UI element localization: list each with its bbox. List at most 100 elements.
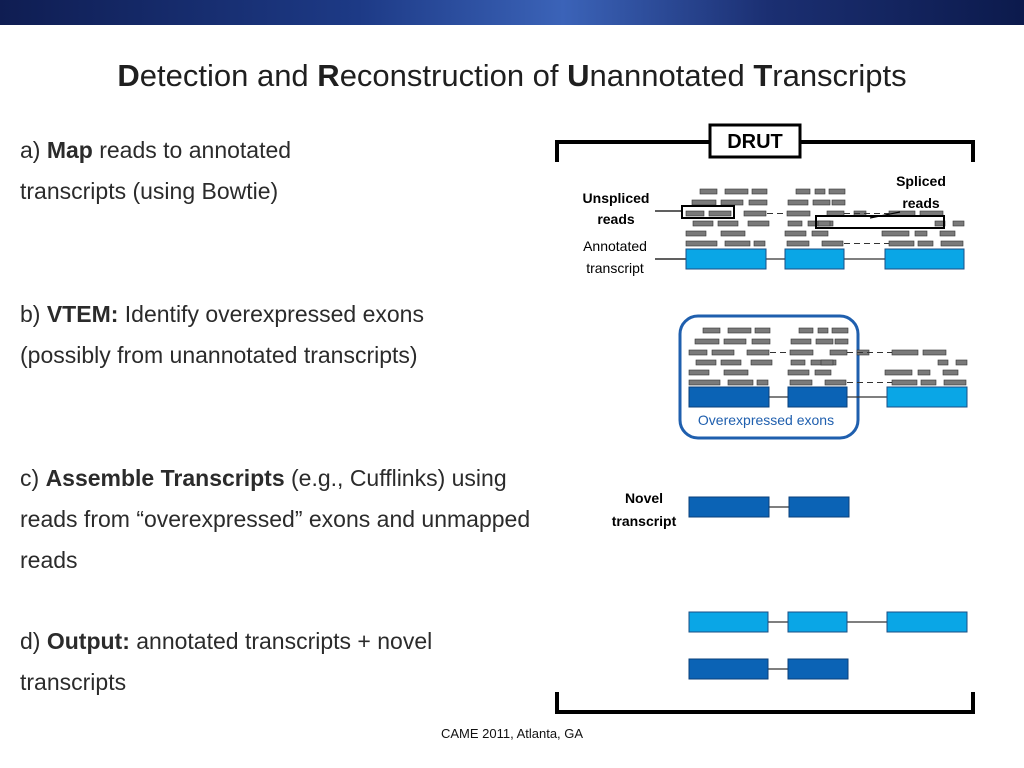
read bbox=[754, 327, 771, 334]
read bbox=[814, 188, 826, 195]
read bbox=[720, 199, 744, 206]
novel-exon-1 bbox=[688, 496, 770, 518]
read bbox=[952, 220, 965, 227]
read bbox=[815, 338, 834, 345]
exon-1 bbox=[685, 248, 767, 270]
annotated-label-2: transcript bbox=[586, 260, 644, 276]
read bbox=[790, 359, 806, 366]
read bbox=[937, 359, 949, 366]
output-annotated-exon-2 bbox=[787, 611, 848, 633]
read bbox=[824, 379, 847, 386]
read bbox=[917, 369, 931, 376]
read bbox=[691, 199, 717, 206]
overexpressed-label: Overexpressed exons bbox=[698, 412, 834, 428]
read bbox=[743, 210, 767, 217]
read bbox=[699, 188, 718, 195]
read bbox=[695, 359, 717, 366]
read bbox=[817, 327, 829, 334]
annotated-label-1: Annotated bbox=[583, 238, 647, 254]
mapped-reads-a bbox=[685, 188, 965, 247]
read bbox=[812, 199, 831, 206]
read bbox=[688, 379, 721, 386]
step-keyword: Assemble Transcripts bbox=[45, 465, 285, 491]
read bbox=[724, 188, 749, 195]
read bbox=[702, 327, 721, 334]
read bbox=[942, 369, 959, 376]
read bbox=[940, 240, 964, 247]
step-text: Identify overexpressed exons (possibly f… bbox=[20, 301, 424, 368]
read bbox=[795, 188, 811, 195]
read bbox=[784, 230, 807, 237]
step-keyword: Output: bbox=[46, 628, 130, 654]
spliced-pointer bbox=[869, 211, 901, 219]
read bbox=[753, 240, 766, 247]
read bbox=[720, 359, 742, 366]
step-map: a) Map reads to annotated transcripts (u… bbox=[20, 130, 380, 212]
step-assemble: c) Assemble Transcripts (e.g., Cufflinks… bbox=[20, 458, 565, 581]
title-part: etection and bbox=[139, 58, 318, 93]
read bbox=[786, 210, 811, 217]
read bbox=[786, 240, 810, 247]
read bbox=[694, 338, 720, 345]
read bbox=[789, 379, 813, 386]
title-part: T bbox=[753, 58, 773, 93]
output-novel-exon-1 bbox=[688, 658, 769, 680]
step-keyword: VTEM: bbox=[46, 301, 119, 327]
mapped-reads-b bbox=[688, 327, 968, 386]
step-vtem: b) VTEM: Identify overexpressed exons (p… bbox=[20, 294, 490, 376]
spliced-label-2: reads bbox=[902, 195, 940, 211]
output-novel-exon-2 bbox=[787, 658, 849, 680]
read bbox=[717, 220, 739, 227]
title-part: nannotated bbox=[589, 58, 754, 93]
read bbox=[814, 369, 832, 376]
read bbox=[756, 379, 769, 386]
novel-label-2: transcript bbox=[612, 513, 677, 529]
read bbox=[751, 338, 771, 345]
overexpressed-exon-1 bbox=[688, 386, 770, 408]
drut-box bbox=[708, 123, 802, 159]
unspliced-label-2: reads bbox=[597, 211, 635, 227]
read bbox=[831, 199, 846, 206]
title-part: R bbox=[317, 58, 340, 93]
read bbox=[790, 338, 812, 345]
unspliced-read-highlight bbox=[681, 205, 735, 219]
bottom-bracket bbox=[555, 692, 975, 714]
read bbox=[884, 369, 913, 376]
read bbox=[817, 220, 831, 227]
read bbox=[724, 240, 751, 247]
novel-label-1: Novel bbox=[625, 490, 663, 506]
step-output: d) Output: annotated transcripts + novel… bbox=[20, 621, 540, 703]
read bbox=[920, 379, 937, 386]
read bbox=[727, 327, 752, 334]
read bbox=[692, 220, 714, 227]
read bbox=[821, 240, 844, 247]
read bbox=[789, 349, 814, 356]
read bbox=[688, 369, 710, 376]
footer-text: CAME 2011, Atlanta, GA bbox=[440, 726, 584, 741]
read bbox=[834, 338, 849, 345]
read bbox=[888, 240, 915, 247]
drut-label: DRUT bbox=[727, 131, 783, 153]
read bbox=[720, 230, 746, 237]
read bbox=[831, 327, 849, 334]
read bbox=[711, 349, 735, 356]
read bbox=[727, 379, 754, 386]
exon-3 bbox=[884, 248, 965, 270]
read bbox=[939, 230, 956, 237]
read bbox=[685, 230, 707, 237]
read bbox=[750, 359, 773, 366]
read bbox=[748, 199, 768, 206]
read bbox=[798, 327, 814, 334]
step-text: (e.g., Cufflinks) using reads from “over… bbox=[20, 465, 531, 573]
step-text: reads to annotated transcripts (using Bo… bbox=[20, 137, 292, 204]
read bbox=[914, 230, 928, 237]
read bbox=[943, 379, 967, 386]
step-prefix: b) bbox=[20, 301, 47, 327]
exon-3 bbox=[886, 386, 968, 408]
title-part: D bbox=[117, 58, 140, 93]
spliced-read-highlight bbox=[815, 215, 945, 229]
exon-2 bbox=[784, 248, 845, 270]
read bbox=[688, 349, 708, 356]
read bbox=[751, 188, 768, 195]
